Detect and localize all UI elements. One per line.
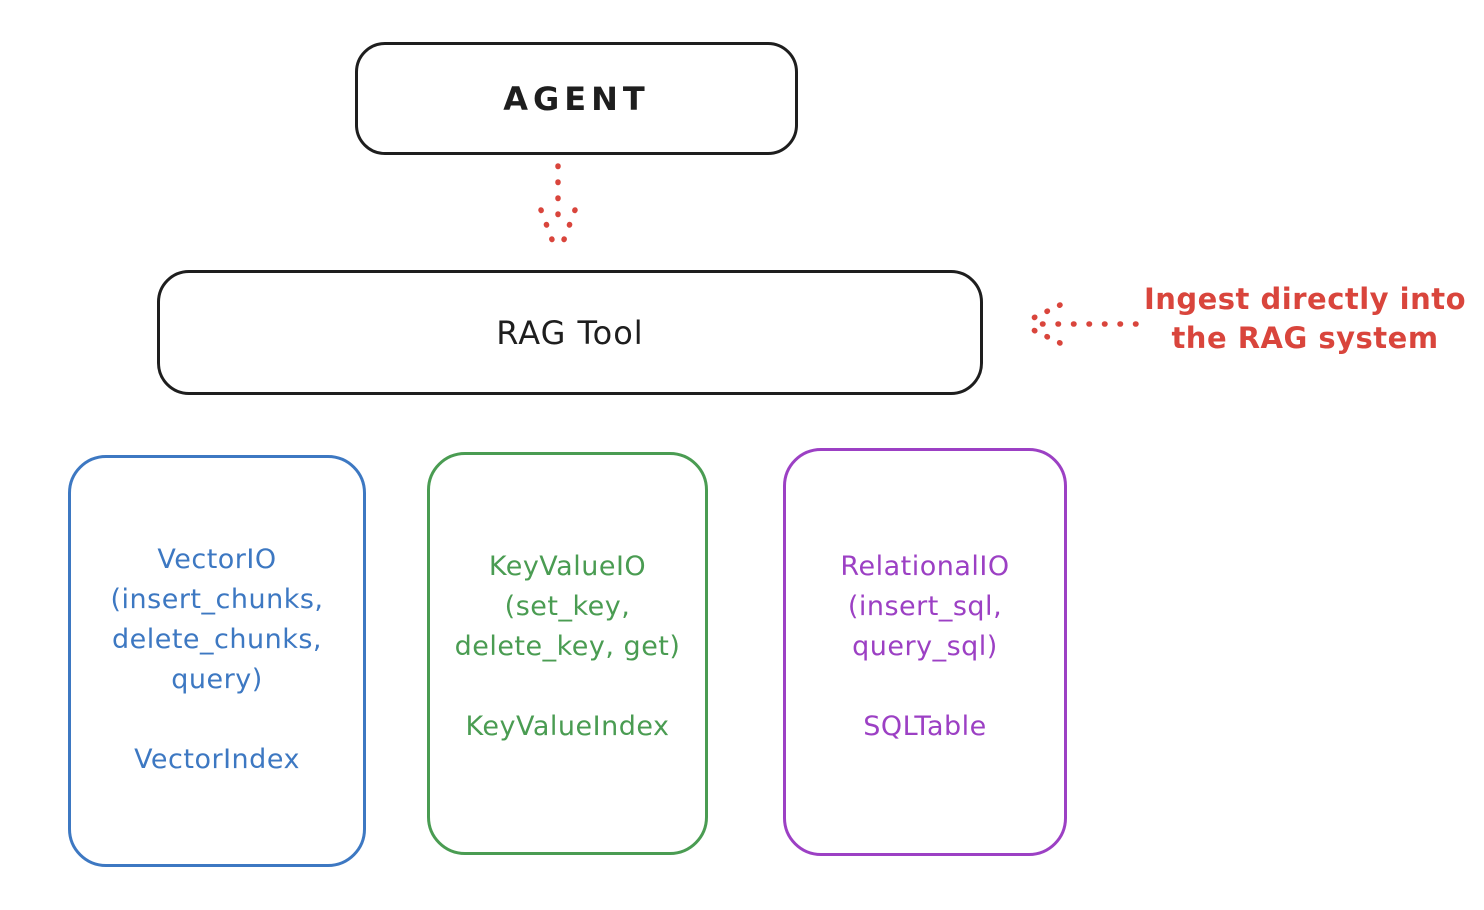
relational-io-methods-line2: query_sql) [852,631,998,662]
vector-io-methods-line3: query) [171,664,263,695]
keyvalue-io-methods-line2: delete_key, get) [454,631,681,662]
relational-io-methods-line1: (insert_sql, [847,591,1003,622]
vector-io-methods-line1: (insert_chunks, [110,584,324,615]
rag-tool-node: RAG Tool [157,270,983,395]
relational-io-box: RelationalIO (insert_sql, query_sql) SQL… [783,448,1067,856]
arrow-agent-to-rag-icon [538,163,578,256]
ingest-annotation-line1: Ingest directly into [1143,282,1467,316]
vector-io-methods-line2: delete_chunks, [111,624,323,655]
arrow-ingest-icon [1020,302,1139,346]
rag-tool-label: RAG Tool [496,313,644,352]
keyvalue-io-box: KeyValueIO (set_key, delete_key, get) Ke… [427,452,708,855]
keyvalue-index-label: KeyValueIndex [465,711,670,742]
agent-node: AGENT [355,42,798,155]
ingest-annotation: Ingest directly into the RAG system [1135,280,1475,358]
vector-io-title: VectorIO [157,544,277,575]
vector-index-label: VectorIndex [134,744,300,775]
relational-io-title: RelationalIO [840,551,1010,582]
vector-io-box: VectorIO (insert_chunks, delete_chunks, … [68,455,366,867]
keyvalue-io-methods-line1: (set_key, [504,591,631,622]
agent-label: AGENT [503,79,650,118]
keyvalue-io-title: KeyValueIO [488,551,647,582]
sql-table-label: SQLTable [863,711,987,742]
ingest-annotation-line2: the RAG system [1171,321,1439,355]
